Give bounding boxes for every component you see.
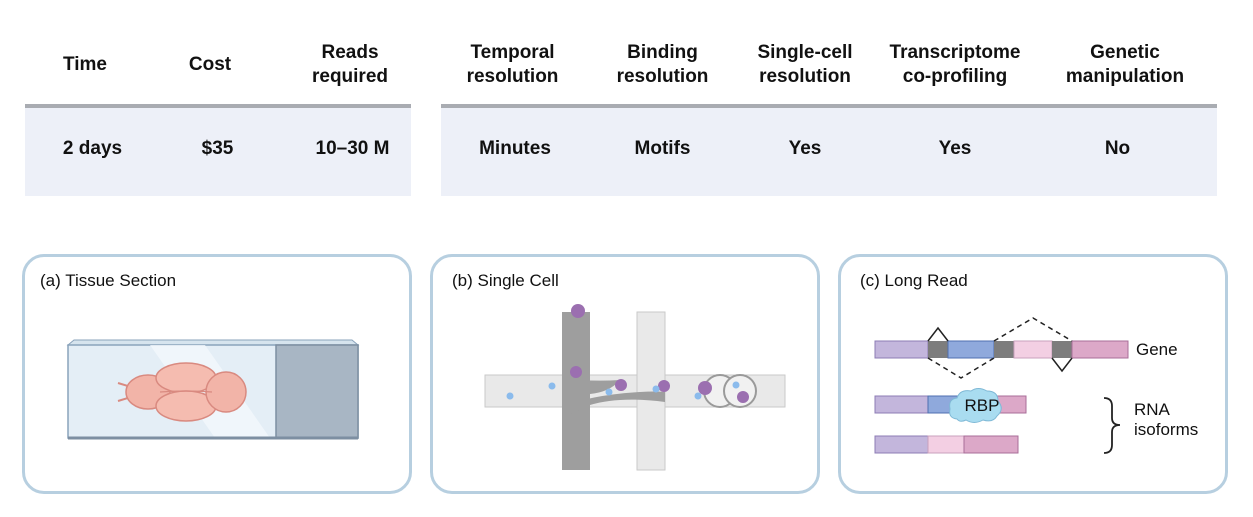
table-row-bg-left [25,104,411,196]
cell [652,385,660,393]
panel-single-cell [430,254,820,494]
bead [737,391,749,403]
panel-c-title: (c) Long Read [860,271,968,290]
cell [694,392,702,400]
isoform-brace [1103,397,1121,454]
isoform-2 [874,435,1019,454]
slide-label-area [275,344,359,439]
value-reads: 10–30 M [315,138,390,159]
droplet [723,374,757,408]
bead [615,379,627,391]
header-genetic: Genetic manipulation [1065,42,1185,87]
panel-long-read [838,254,1228,494]
bead [658,380,670,392]
microfluidic-chip-illustration [484,304,786,471]
slide-illustration [66,339,360,440]
bead [698,381,712,395]
header-singlecell: Single-cell resolution [757,42,853,87]
cell [605,388,613,396]
value-genetic: No [1104,138,1131,159]
value-transcriptome: Yes [938,138,972,159]
brain-icon [117,362,247,422]
panel-b-title: (b) Single Cell [452,271,559,290]
bead [571,304,585,318]
value-singlecell: Yes [788,138,822,159]
table-row-bg-right [441,104,1217,196]
cell [732,381,740,389]
gene-label: Gene [1136,340,1178,359]
rbp-label: RBP [964,396,1000,415]
header-temporal: Temporal resolution [466,42,559,87]
header-reads: Reads required [311,42,389,87]
value-temporal: Minutes [479,138,551,159]
header-time: Time [62,54,107,75]
isoform-1 [874,388,1027,423]
header-binding: Binding resolution [616,42,709,87]
value-time: 2 days [62,138,123,159]
header-cost: Cost [188,54,232,75]
bead [570,366,582,378]
cell [548,382,556,390]
rbp-icon [949,388,1002,423]
gene-track [874,317,1129,379]
isoforms-label: RNA isoforms [1134,400,1199,439]
cell [506,392,514,400]
value-cost: $35 [201,138,234,159]
header-transcriptome: Transcriptome co-profiling [889,42,1021,87]
panel-a-title: (a) Tissue Section [40,271,177,290]
value-binding: Motifs [634,138,691,159]
